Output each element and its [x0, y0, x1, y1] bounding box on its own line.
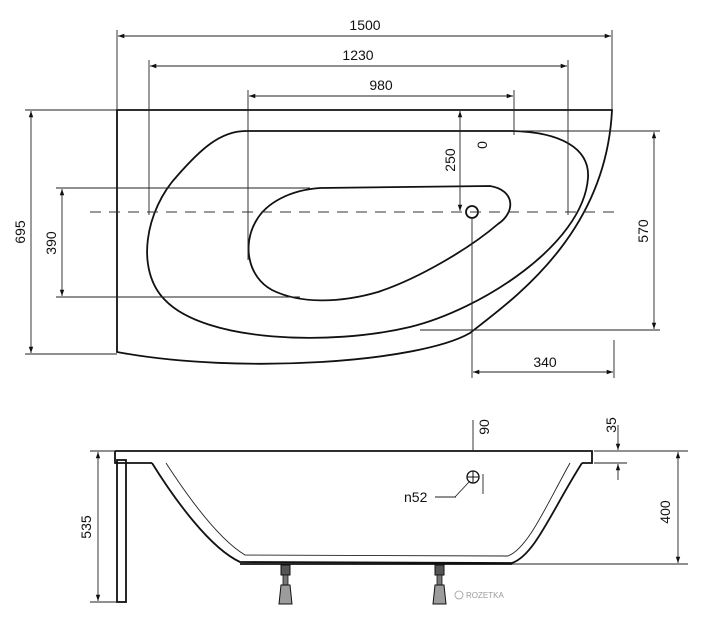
tub-body-side	[151, 462, 583, 564]
overflow-drain-icon	[454, 470, 484, 498]
dim-label-1500: 1500	[349, 17, 380, 33]
tub-inner-basin	[247, 185, 512, 302]
right-foot	[432, 564, 447, 605]
dim-label-980: 980	[369, 77, 393, 93]
top-view: 1500 1230 980 250 0 695 390 570 340	[12, 17, 660, 378]
dim-label-535: 535	[78, 515, 94, 539]
drain-label: n52	[404, 489, 428, 505]
dim-label-90: 90	[476, 419, 492, 435]
dim-label-250: 250	[442, 148, 458, 172]
dim-label-35: 35	[603, 417, 619, 433]
svg-text:ROZETKA: ROZETKA	[466, 591, 504, 600]
tub-outer-basin	[146, 130, 589, 339]
dim-label-695: 695	[12, 220, 28, 244]
tub-rim-outline	[116, 109, 613, 365]
side-view: n52 90 35 400 535 ROZETKA	[78, 417, 688, 605]
end-panel	[116, 459, 127, 603]
dim-label-340: 340	[533, 354, 557, 370]
dim-label-400: 400	[657, 500, 673, 524]
tub-rim-side	[115, 450, 593, 464]
dim-label-1230: 1230	[342, 47, 373, 63]
left-foot	[278, 564, 293, 605]
dim-label-570: 570	[635, 219, 651, 243]
rozetka-watermark: ROZETKA	[454, 590, 504, 600]
dim-label-0: 0	[474, 141, 490, 149]
dim-label-390: 390	[43, 231, 59, 255]
